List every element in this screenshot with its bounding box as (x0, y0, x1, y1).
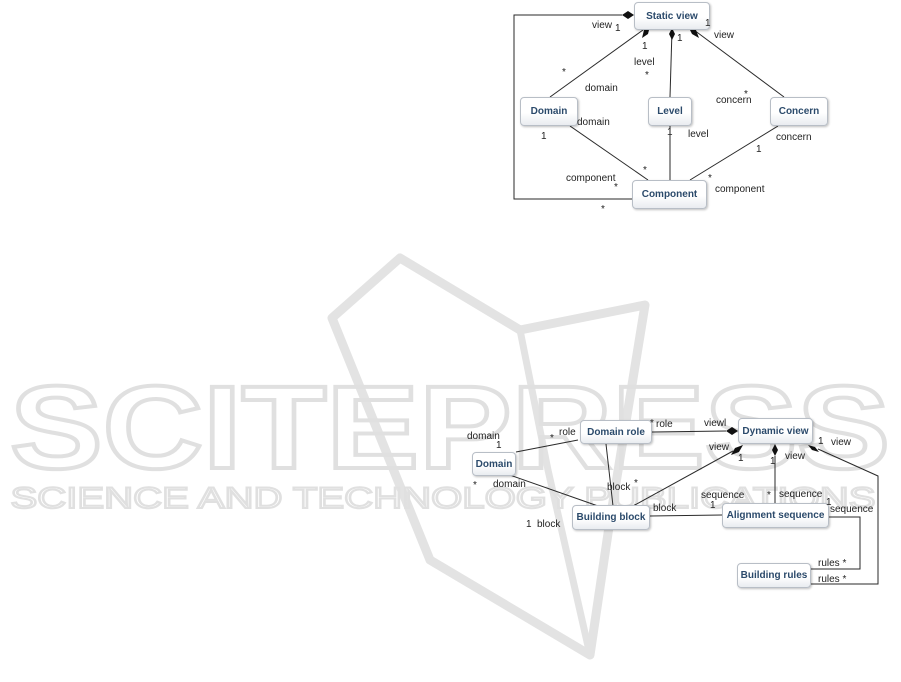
role-label: block (607, 482, 631, 493)
class-domain-role[interactable]: Domain role (580, 420, 652, 444)
role-label: domain (493, 479, 526, 490)
multiplicity-label: * (614, 182, 618, 193)
class-name: Domain role (587, 426, 645, 438)
class-level[interactable]: Level (648, 97, 692, 126)
edge-domain-buildingblock (506, 473, 599, 507)
class-name: Building rules (740, 570, 808, 581)
multiplicity-label: * (562, 67, 566, 78)
multiplicity-label: * (708, 173, 712, 184)
class-concern[interactable]: Concern (770, 97, 828, 126)
edge-buildingblock-dynamicview (632, 450, 734, 507)
role-label: viewl (704, 418, 727, 429)
multiplicity-label: 1 (818, 436, 824, 447)
role-label: view (831, 437, 852, 448)
class-alignment-sequence[interactable]: Alignment sequence (722, 503, 829, 528)
class-domain-dynamic[interactable]: Domain (472, 452, 516, 476)
role-label: view (785, 451, 806, 462)
class-name: Component (641, 189, 698, 200)
composition-diamond (772, 444, 778, 456)
edge-buildingblock-domainrole (605, 443, 614, 507)
role-label: level (634, 57, 655, 68)
role-label: concern (776, 132, 812, 143)
edge-rules-alignment (811, 516, 861, 570)
role-label: level (688, 129, 709, 140)
role-label: rules * (818, 558, 847, 569)
composition-diamond (808, 445, 819, 452)
composition-diamond (726, 427, 738, 435)
class-name: Static view (646, 10, 698, 22)
multiplicity-label: 1 (677, 33, 683, 44)
role-label: rules * (818, 574, 847, 585)
class-static-view[interactable]: Static view (634, 2, 710, 30)
multiplicity-label: 1 (615, 23, 621, 34)
class-name: Domain (530, 106, 568, 117)
role-label: sequence (701, 490, 745, 501)
edge-level-staticview (669, 29, 673, 98)
role-label: concern (716, 95, 752, 106)
multiplicity-label: 1 (738, 453, 744, 464)
multiplicity-label: 1 (826, 497, 832, 508)
multiplicity-label: 1 (710, 500, 716, 511)
edge-concern-component (689, 125, 779, 181)
role-label: sequence (830, 504, 874, 515)
role-label: domain (585, 83, 618, 94)
role-label: role (559, 427, 576, 438)
class-domain[interactable]: Domain (520, 97, 578, 126)
multiplicity-label: 1 (770, 456, 776, 467)
multiplicity-label: * (643, 165, 647, 176)
role-label: domain (577, 117, 610, 128)
multiplicity-label: * (744, 89, 748, 100)
class-dynamic-view[interactable]: Dynamic view (738, 418, 813, 444)
multiplicity-label: * (634, 478, 638, 489)
role-label: component (566, 173, 616, 184)
class-name: Dynamic view (742, 425, 809, 437)
role-label: view (709, 442, 730, 453)
class-name: Concern (778, 106, 820, 117)
multiplicity-label: 1 (526, 519, 532, 530)
composition-diamond (731, 445, 743, 455)
class-name: Building block (576, 512, 646, 523)
multiplicity-label: * (767, 490, 771, 501)
edge-concern-staticview (693, 29, 785, 98)
class-component[interactable]: Component (632, 180, 707, 209)
class-name: Alignment sequence (726, 510, 825, 521)
composition-diamond (622, 11, 634, 19)
role-label: view (714, 30, 735, 41)
class-name: Level (657, 106, 683, 117)
multiplicity-label: * (550, 433, 554, 444)
class-name: Domain (475, 458, 513, 470)
composition-diamond (669, 28, 675, 40)
multiplicity-label: 1 (541, 131, 547, 142)
role-label: role (656, 419, 673, 430)
watermark-book-icon (327, 253, 650, 660)
multiplicity-label: 1 (667, 127, 673, 138)
multiplicity-label: 1 (756, 144, 762, 155)
multiplicity-label: 1 (496, 440, 502, 451)
multiplicity-label: * (601, 204, 605, 215)
role-label: block (537, 519, 561, 530)
edge-domain-component (569, 125, 649, 181)
edge-component-staticview (513, 14, 632, 200)
edge-domainrole-dynamicview (651, 430, 727, 433)
edge-domain-staticview (549, 29, 644, 98)
multiplicity-label: * (645, 70, 649, 81)
role-label: block (653, 503, 677, 514)
multiplicity-label: * (473, 480, 477, 491)
multiplicity-label: 1 (705, 18, 711, 29)
role-label: view (592, 20, 613, 31)
multiplicity-label: * (650, 418, 654, 429)
edge-domain-domainrole (515, 439, 579, 453)
multiplicity-label: 1 (642, 41, 648, 52)
edge-buildingblock-alignment (649, 514, 723, 517)
class-building-block[interactable]: Building block (572, 505, 650, 530)
role-label: component (715, 184, 765, 195)
edge-rules-dynamicview (811, 448, 879, 585)
role-label: domain (467, 431, 500, 442)
role-label: sequence (779, 489, 823, 500)
class-building-rules[interactable]: Building rules (737, 563, 811, 588)
